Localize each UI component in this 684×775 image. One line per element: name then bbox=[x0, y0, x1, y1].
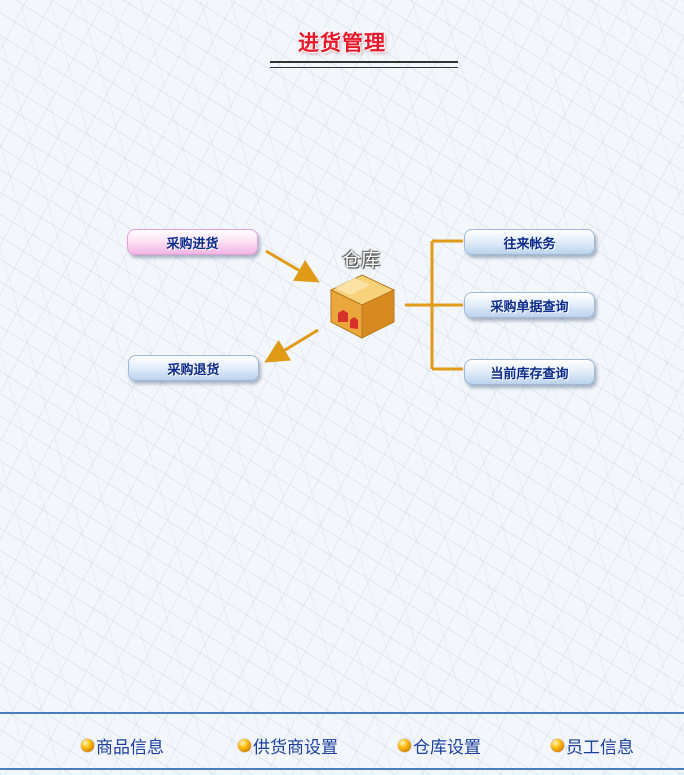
footer-top-rule bbox=[0, 712, 684, 714]
footer-link-label: 供货商设置 bbox=[253, 738, 338, 758]
orange-orb-icon bbox=[398, 739, 411, 752]
footer-link-warehouse-settings[interactable]: 仓库设置 bbox=[398, 733, 481, 758]
purchase-return-button[interactable]: 采购退货 bbox=[128, 355, 259, 381]
footer-link-label: 商品信息 bbox=[96, 738, 164, 758]
title-underline bbox=[270, 61, 458, 68]
page-title: 进货管理 bbox=[298, 31, 386, 55]
orange-orb-icon bbox=[551, 739, 564, 752]
footer-link-product-info[interactable]: 商品信息 bbox=[81, 733, 164, 758]
orange-orb-icon bbox=[81, 739, 94, 752]
footer-link-label: 仓库设置 bbox=[413, 738, 481, 758]
purchase-doc-query-button[interactable]: 采购单据查询 bbox=[464, 292, 595, 318]
footer-link-label: 员工信息 bbox=[566, 738, 634, 758]
footer-bottom-rule bbox=[0, 768, 684, 770]
bracket-connector bbox=[405, 239, 463, 371]
warehouse-label: 仓库 bbox=[342, 249, 381, 271]
arrow-purchase-in bbox=[265, 249, 320, 283]
arrow-purchase-return bbox=[264, 328, 319, 363]
stock-query-button[interactable]: 当前库存查询 bbox=[464, 359, 595, 385]
footer-link-supplier-settings[interactable]: 供货商设置 bbox=[238, 733, 338, 758]
footer-link-staff-info[interactable]: 员工信息 bbox=[551, 733, 634, 758]
warehouse-box-icon bbox=[329, 274, 396, 339]
accounts-button[interactable]: 往来帐务 bbox=[464, 229, 595, 255]
orange-orb-icon bbox=[238, 739, 251, 752]
purchase-in-button[interactable]: 采购进货 bbox=[127, 229, 258, 255]
